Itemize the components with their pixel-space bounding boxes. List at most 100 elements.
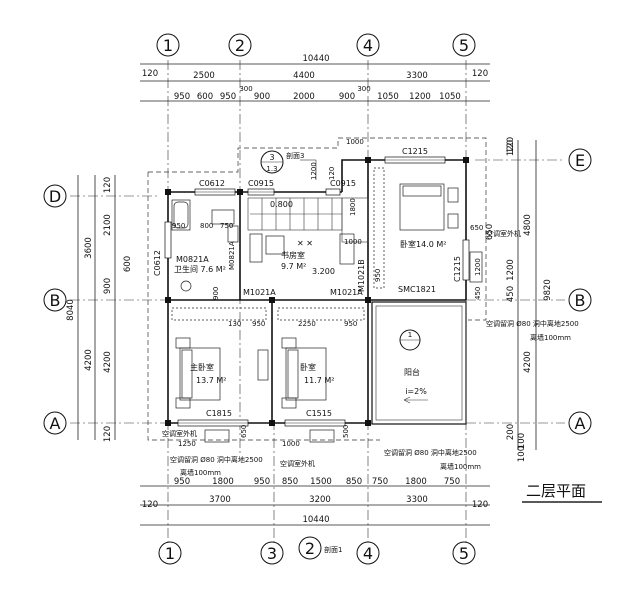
eave-outline bbox=[147, 137, 487, 441]
tag-1200r: 1200 bbox=[474, 258, 482, 276]
dim-bottom-detail: 850 bbox=[346, 477, 362, 487]
balcony-mark: 1 bbox=[408, 331, 412, 339]
plan-title: 二层平面 bbox=[526, 482, 586, 500]
furniture: ✕ ✕ bbox=[171, 167, 483, 443]
axis-bubble-1-top bbox=[156, 33, 180, 57]
ac-note-right: 空调留洞 Ø80 洞中离地2500 bbox=[486, 319, 579, 328]
dim-bottom-detail: 850 bbox=[282, 477, 298, 487]
axis-bubbles-top: 1 2 4 5 bbox=[156, 33, 476, 57]
axis-label: 5 bbox=[459, 36, 469, 55]
window-c0915-a bbox=[247, 188, 275, 196]
room-bed-south-label: 卧室 bbox=[300, 362, 316, 372]
dim-right-inner: 650 bbox=[485, 224, 495, 240]
right-dimensions: 4800 9820 4200 120 650 1200 450 200 100 … bbox=[485, 137, 553, 462]
dim-right-inner: 120 bbox=[506, 140, 516, 156]
dim-bottom-span: 3700 bbox=[209, 495, 231, 505]
dim-bottom-detail: 1800 bbox=[405, 477, 427, 487]
tag-1000b: 1000 bbox=[344, 238, 362, 246]
axis-bubbles-left: D B A bbox=[43, 184, 67, 435]
dim-top-detail: 600 bbox=[197, 92, 213, 102]
tag-800: 800 bbox=[200, 222, 213, 230]
dim-top-edge: 120 bbox=[142, 69, 158, 79]
dim-top-span: 3300 bbox=[406, 71, 428, 81]
tag-1000: 1000 bbox=[346, 138, 364, 146]
dim-left-total: 8040 bbox=[66, 299, 76, 321]
balcony-slope: i=2% bbox=[405, 387, 427, 396]
fan-glyph-icon: ✕ ✕ bbox=[297, 239, 313, 248]
window-c1215-right bbox=[462, 239, 470, 281]
component-tags: C1215 C0612 C0915 C0915 C0612 M0821A M08… bbox=[153, 138, 483, 448]
tag-m1021a: M1021A bbox=[330, 288, 363, 297]
dim-bottom-total: 10440 bbox=[302, 515, 329, 525]
section-3-sub: 1.3 bbox=[266, 165, 277, 173]
axis-label: 4 bbox=[363, 544, 373, 563]
balcony: 1 阳台 i=2% bbox=[371, 300, 467, 425]
axis-bubbles-right: E B A bbox=[568, 148, 592, 435]
columns bbox=[165, 157, 469, 426]
tag-elev-0800: 0.800 bbox=[270, 200, 293, 209]
axis-label: B bbox=[50, 291, 61, 310]
dim-top-detail: 1050 bbox=[439, 92, 461, 102]
tag-750: 750 bbox=[220, 222, 233, 230]
axis-bubble-B-right bbox=[568, 288, 592, 312]
dim-bottom-detail: 950 bbox=[174, 477, 190, 487]
ac-label-bottom-left: 空调室外机 bbox=[162, 429, 197, 438]
axis-bubble-3-bottom bbox=[260, 541, 284, 565]
room-master-label: 主卧室 bbox=[190, 362, 214, 372]
tag-elev-3200: 3.200 bbox=[312, 267, 335, 276]
axis-label: 2 bbox=[235, 36, 245, 55]
study-desk-icon: ✕ ✕ bbox=[249, 233, 355, 265]
dim-bottom-detail: 750 bbox=[372, 477, 388, 487]
axis-label: B bbox=[575, 291, 586, 310]
drawing-title: 二层平面 bbox=[522, 482, 602, 503]
section-3-num: 3 bbox=[269, 153, 274, 162]
axis-bubble-A-right bbox=[568, 411, 592, 435]
dim-left-inner: 120 bbox=[103, 426, 113, 442]
room-bed-south-area: 11.7 M² bbox=[304, 376, 334, 385]
dim-bottom-detail: 1800 bbox=[212, 477, 234, 487]
ac-note-bottom-mid: 空调留洞 Ø80 洞中离地2500 bbox=[384, 448, 477, 457]
room-study-area: 9.7 M² bbox=[281, 262, 306, 271]
ac-note-bottom-left-2: 离墙100mm bbox=[180, 468, 221, 477]
axis-bubble-4-top bbox=[356, 33, 380, 57]
ac-note-right-2: 离墙100mm bbox=[530, 333, 571, 342]
bed-south-icon bbox=[277, 307, 365, 409]
tag-m0821a: M0821A bbox=[176, 255, 209, 264]
dim-bottom-edge: 120 bbox=[142, 500, 158, 510]
dim-top-detail: 950 bbox=[174, 92, 190, 102]
dim-right-inner: 1200 bbox=[506, 259, 516, 281]
dim-right-outer: 4200 bbox=[523, 351, 533, 373]
window-c0612-left bbox=[164, 221, 172, 259]
tag-smc1821: SMC1821 bbox=[398, 285, 436, 294]
dim-top-span: 4400 bbox=[293, 71, 315, 81]
axis-label: A bbox=[575, 414, 586, 433]
bathroom-fixtures-icon bbox=[171, 199, 239, 292]
axis-label: A bbox=[50, 414, 61, 433]
dim-top-300: 300 bbox=[239, 85, 252, 93]
section-tag: 剖面1 bbox=[324, 545, 342, 554]
dim-left-outer: 3600 bbox=[84, 237, 94, 259]
dim-bottom-span: 3300 bbox=[406, 495, 428, 505]
bed-ne-icon bbox=[373, 167, 459, 289]
stair bbox=[247, 197, 369, 243]
section-bubble-bottom bbox=[298, 536, 322, 560]
tag-c1515: C1515 bbox=[306, 409, 332, 418]
axis-bubble-4-bottom bbox=[356, 541, 380, 565]
ac-label-bottom-mid: 空调室外机 bbox=[280, 459, 315, 468]
dim-right-inner: 450 bbox=[506, 286, 516, 302]
tag-c1215: C1215 bbox=[402, 147, 428, 156]
dim-top-detail: 2000 bbox=[293, 92, 315, 102]
dim-bottom-detail: 750 bbox=[444, 477, 460, 487]
axis-bubbles-bottom: 1 3 2 4 5 剖面1 bbox=[158, 536, 476, 565]
axis-label: 4 bbox=[363, 36, 373, 55]
dim-top-300: 300 bbox=[357, 85, 370, 93]
axis-bubble-1-bottom bbox=[158, 541, 182, 565]
dim-left-inner: 4200 bbox=[103, 351, 113, 373]
window-c1815 bbox=[177, 419, 249, 427]
tag-130: 130 bbox=[228, 320, 241, 328]
tag-m0821a-v: M0821A bbox=[228, 241, 236, 270]
window-c1515 bbox=[284, 419, 346, 427]
axis-label: D bbox=[49, 187, 61, 206]
tag-c0915: C0915 bbox=[330, 179, 356, 188]
